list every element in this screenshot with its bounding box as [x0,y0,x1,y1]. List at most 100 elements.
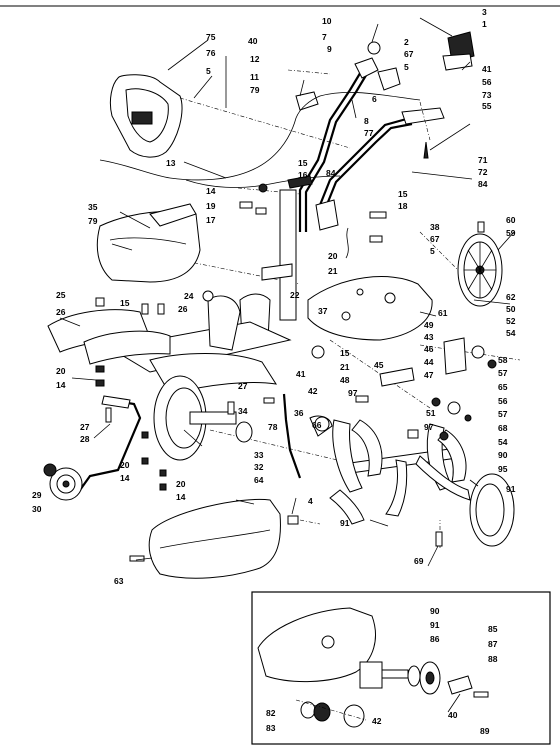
callout-22: 21 [328,266,338,276]
callout-29b: 27 [238,381,248,391]
callout-27: 25 [56,290,66,300]
callout-46: 44 [424,357,434,367]
callout-58b: 57 [498,409,508,419]
callout-1: 1 [482,19,487,29]
callout-95: 91 [506,484,516,494]
callout-77: 79 [250,85,260,95]
callout-38: 37 [318,306,328,316]
callout-75: 75 [206,32,216,42]
callout-84b: 84 [478,179,488,189]
callout-19: 19 [206,201,216,211]
callout-24: 22 [290,290,300,300]
callout-8: 8 [364,116,369,126]
callout-31: 29 [32,490,42,500]
callout-50: 48 [340,375,350,385]
callout-42: 41 [296,369,306,379]
callout-29: 27 [80,422,90,432]
callout-68: 67 [404,49,414,59]
callout-98: 91 [340,518,350,528]
callout-65: 64 [254,475,264,485]
callout-70: 69 [414,556,424,566]
callout-7: 7 [322,32,327,42]
callout-2: 2 [404,37,409,47]
transport-wheel [43,395,142,501]
callout-51: 49 [424,320,434,330]
callout-61: 60 [506,215,516,225]
callout-41: 40 [248,36,258,46]
inset-callout-82: 82 [266,708,276,718]
callout-62: 61 [438,308,448,318]
handlebar-assembly [295,31,475,232]
inset-callout-40: 40 [448,710,458,720]
callout-58: 57 [498,368,508,378]
callout-47: 45 [374,360,384,370]
callout-55b: 54 [498,437,508,447]
callout-64: 63 [114,576,124,586]
callout-30: 28 [80,434,90,444]
callout-63: 62 [506,292,516,302]
callout-97: 95 [498,464,508,474]
callout-6: 6 [372,94,377,104]
inset-callout-42: 42 [372,716,382,726]
engine-shield [96,203,201,283]
callout-9: 9 [327,44,332,54]
callout-57b: 56 [498,396,508,406]
callout-36: 33 [254,450,264,460]
callout-49: 47 [424,370,434,380]
inset-callouts: 90 91 86 85 87 88 40 89 82 83 42 [266,606,498,736]
callout-15c: 15 [340,348,350,358]
callout-21: 21 [340,362,350,372]
callout-43: 41 [482,64,492,74]
callout-4: 4 [308,496,313,506]
callout-55: 54 [506,328,516,338]
callout-71: 71 [478,155,488,165]
inset-callout-91: 91 [430,620,440,630]
callout-59: 58 [498,355,508,365]
callout-12: 12 [250,54,260,64]
callout-76: 76 [206,48,216,58]
callout-20: 20 [328,251,338,261]
inset-callout-90: 90 [430,606,440,616]
callout-5b: 5 [206,66,211,76]
callout-18: 18 [398,201,408,211]
callout-99: 97 [348,388,358,398]
callout-52: 50 [506,304,516,314]
callout-15d: 15 [120,298,130,308]
callout-99b: 97 [424,422,434,432]
throttle-cable [99,92,421,181]
callout-54: 52 [506,316,516,326]
callout-84: 84 [326,168,336,178]
callout-67: 66 [312,420,322,430]
callout-34: 32 [254,462,264,472]
callout-25: 24 [184,291,194,301]
callout-68b: 67 [430,234,440,244]
callout-66: 65 [498,382,508,392]
callout-48: 46 [424,344,434,354]
callout-15: 15 [298,158,308,168]
callout-20c: 20 [120,460,130,470]
callout-72: 72 [478,167,488,177]
inset-callout-89: 89 [480,726,490,736]
callout-37: 36 [294,408,304,418]
callout-20b: 20 [56,366,66,376]
callout-32: 30 [32,504,42,514]
engine-cover-bottom [148,498,281,579]
callout-69: 68 [498,423,508,433]
callout-5: 5 [404,62,409,72]
leader-lines [59,17,515,713]
callout-14c: 14 [120,473,130,483]
engine-cover-top [109,74,183,158]
callout-15b: 15 [398,189,408,199]
callout-20d: 20 [176,479,186,489]
callout-60: 59 [506,228,516,238]
callout-35: 34 [238,406,248,416]
inset-callout-86: 86 [430,634,440,644]
callout-16: 16 [298,170,308,180]
gearbox-plate [307,276,433,341]
inset-callout-88: 88 [488,654,498,664]
pulley-wheel [457,233,503,307]
callout-17: 17 [206,215,216,225]
callout-44: 42 [308,386,318,396]
